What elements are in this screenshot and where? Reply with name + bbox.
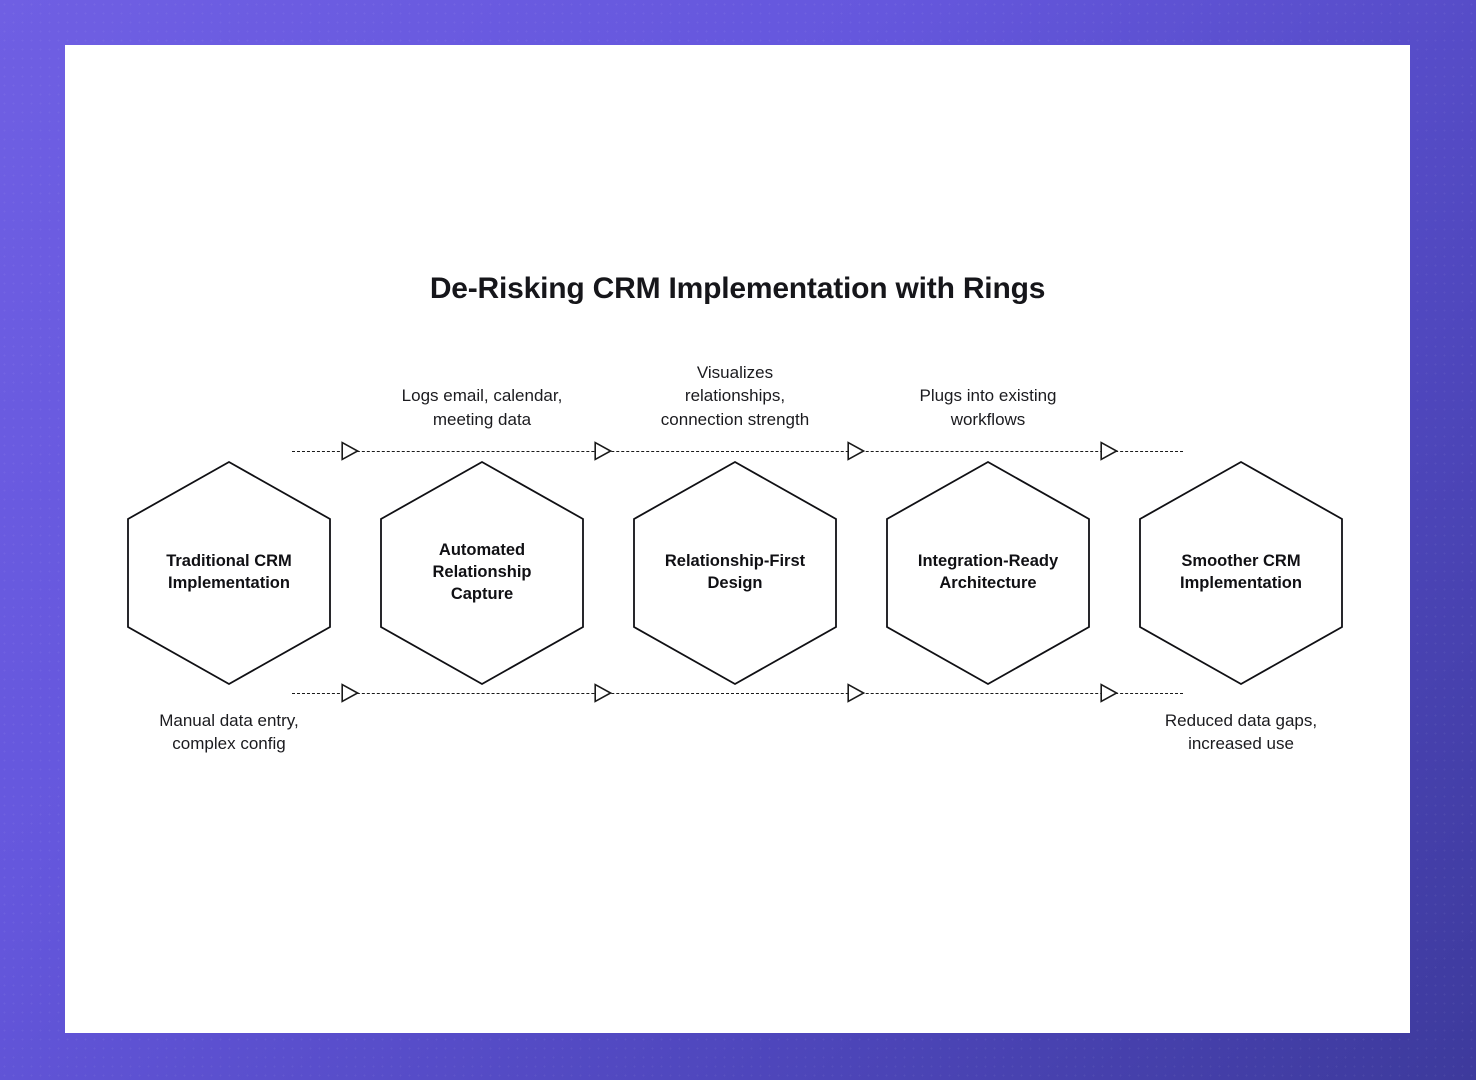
arrowhead-top-2 <box>594 441 612 461</box>
hexagon-node-label: Automated Relationship Capture <box>432 541 532 603</box>
hexagon-node-label: Traditional CRM Implementation <box>166 552 292 592</box>
arrowhead-bottom-4 <box>1100 683 1118 703</box>
hexagon-node-2[interactable]: Automated Relationship Capture <box>377 459 587 687</box>
hexagon-node-label: Relationship-First Design <box>664 552 806 592</box>
arrowhead-bottom-1 <box>341 683 359 703</box>
connector-rail-top <box>292 451 1183 452</box>
slide-card: De-Risking CRM Implementation with Rings… <box>65 45 1410 1033</box>
node-caption-above-4: Plugs into existing workflows <box>919 386 1057 429</box>
arrowhead-top-1 <box>341 441 359 461</box>
arrowhead-top-3 <box>847 441 865 461</box>
hexagon-node-1[interactable]: Traditional CRM Implementation <box>124 459 334 687</box>
hexagon-node-4[interactable]: Integration-Ready Architecture <box>883 459 1093 687</box>
hexagon-node-5[interactable]: Smoother CRM Implementation <box>1136 459 1346 687</box>
hexagon-node-3[interactable]: Relationship-First Design <box>630 459 840 687</box>
connector-rail-bottom <box>292 693 1183 694</box>
node-caption-below-5: Reduced data gaps, increased use <box>1164 711 1318 754</box>
node-caption-above-2: Logs email, calendar, meeting data <box>401 386 563 429</box>
node-caption-above-3: Visualizes relationships, connection str… <box>660 362 810 429</box>
hexagon-node-label: Smoother CRM Implementation <box>1180 552 1302 592</box>
page-title: De-Risking CRM Implementation with Rings <box>429 272 1046 305</box>
arrowhead-bottom-3 <box>847 683 865 703</box>
arrowhead-bottom-2 <box>594 683 612 703</box>
node-caption-below-1: Manual data entry, complex config <box>159 711 299 754</box>
arrowhead-top-4 <box>1100 441 1118 461</box>
hexagon-node-label: Integration-Ready Architecture <box>917 552 1059 592</box>
